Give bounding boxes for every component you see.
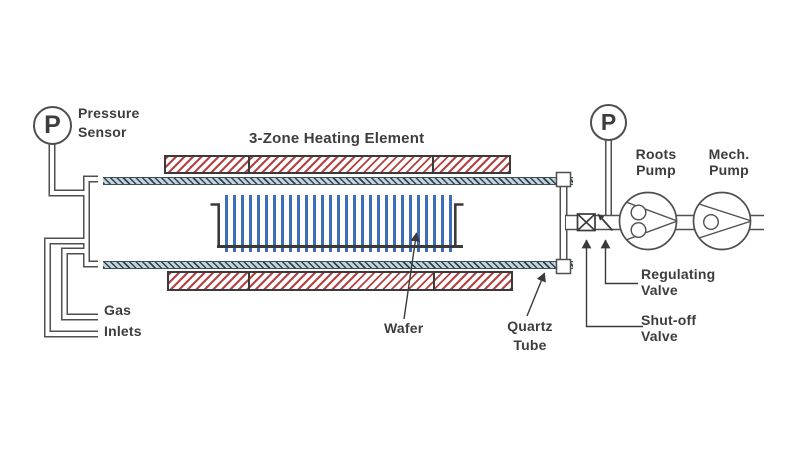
- wafer-arrow: [403, 232, 421, 320]
- gauge-letter: P: [600, 109, 617, 135]
- pressure-gauge-left: P: [33, 106, 72, 145]
- quartz-tube-top-wall: [103, 177, 573, 185]
- pressure-sensor-label: Pressure Sensor: [78, 105, 140, 140]
- heating-element-label: 3-Zone Heating Element: [249, 130, 425, 147]
- regulating-valve-symbol: [597, 213, 614, 232]
- heater-zone-divider: [433, 273, 435, 289]
- heating-element-top: [164, 155, 511, 174]
- regulating-valve-leader: [600, 239, 638, 285]
- pressure-gauge-right: P: [590, 104, 627, 141]
- roots-pump-symbol: [618, 191, 678, 251]
- wafer-boat-rail: [217, 245, 463, 248]
- shut-off-valve-symbol: [576, 213, 596, 232]
- pipe-network-narrow: [44, 139, 612, 338]
- wafer-label: Wafer: [384, 320, 424, 336]
- shut-off-valve-label: Shut-off Valve: [641, 312, 697, 344]
- heater-zone-divider: [248, 157, 250, 172]
- gas-inlets-label: Gas Inlets: [104, 302, 142, 339]
- flange-top: [555, 171, 572, 188]
- regulating-valve-label: Regulating Valve: [641, 266, 716, 298]
- annotation-arrows: [403, 232, 643, 328]
- roots-pump-label: Roots Pump: [635, 146, 677, 178]
- quartz-tube-label: Quartz Tube: [507, 318, 553, 353]
- flange-bottom: [555, 258, 572, 275]
- heater-zone-divider: [432, 157, 434, 172]
- mech-pump-symbol: [692, 191, 752, 251]
- shut-off-valve-leader: [581, 239, 643, 328]
- quartz-tube-arrow: [526, 272, 546, 317]
- wafer-boat-brackets: [210, 203, 464, 245]
- quartz-tube-bottom-wall: [103, 261, 573, 269]
- heater-zone-divider: [248, 273, 250, 289]
- heating-element-bottom: [167, 271, 513, 291]
- gauge-letter: P: [44, 111, 61, 139]
- mech-pump-label: Mech. Pump: [708, 146, 750, 178]
